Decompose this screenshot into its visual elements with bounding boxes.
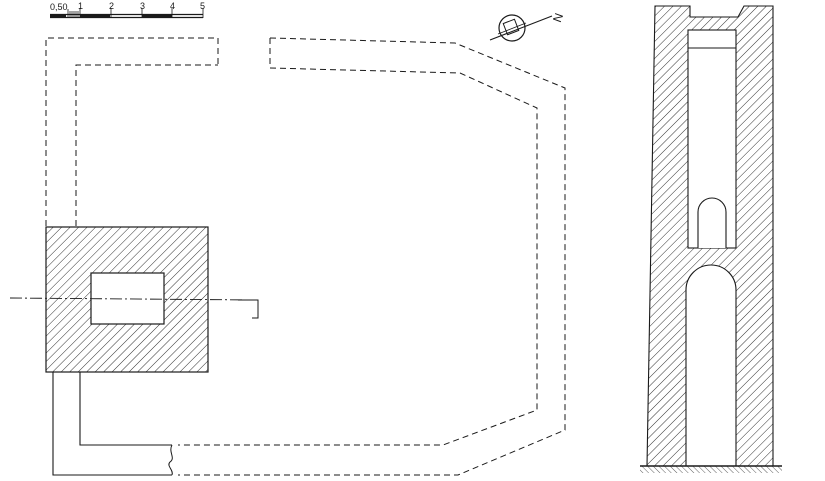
tower-interior-void bbox=[90, 272, 165, 325]
scale-label-3: 3 bbox=[140, 1, 145, 11]
scale-bar-checker bbox=[50, 14, 66, 18]
north-label: N bbox=[550, 11, 566, 24]
scale-bar-segment-1-2 bbox=[80, 14, 110, 18]
scale-bar-segment-3-4 bbox=[142, 14, 172, 18]
scale-label-2: 2 bbox=[109, 1, 114, 11]
ground-hatch bbox=[640, 466, 782, 473]
plan-solid-wall bbox=[52, 372, 173, 476]
scale-label-4: 4 bbox=[170, 1, 175, 11]
scale-bar: 0,50 1 2 3 4 5 bbox=[50, 1, 205, 19]
scale-label-5: 5 bbox=[200, 1, 205, 11]
scale-label-0-50: 0,50 bbox=[50, 2, 68, 12]
arched-passage bbox=[685, 264, 737, 467]
north-arrow-icon: N bbox=[489, 11, 566, 42]
tower-section bbox=[640, 5, 782, 473]
section-cut-line bbox=[9, 297, 259, 319]
plan-dashed-walls bbox=[45, 37, 566, 476]
arched-window bbox=[697, 197, 727, 248]
scale-label-1: 1 bbox=[78, 1, 83, 11]
tower-plan bbox=[45, 226, 209, 373]
